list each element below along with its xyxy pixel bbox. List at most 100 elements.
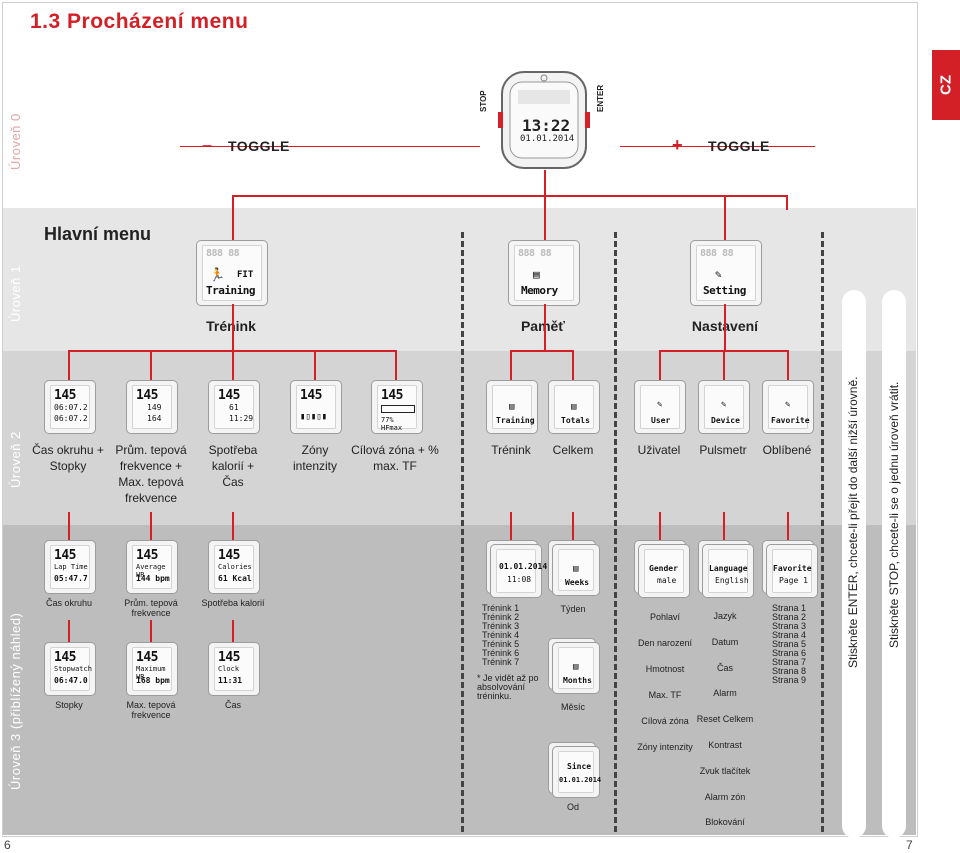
memory-icon: ▤ (573, 662, 579, 672)
stop-button-label[interactable]: STOP (479, 90, 488, 112)
label-lap-stopwatch: Čas okruhu + Stopky (32, 443, 104, 473)
enter-instruction: Stiskněte ENTER, chcete-li přejít do dal… (846, 376, 860, 668)
level0-label: Úroveň 0 (8, 113, 23, 170)
connector (786, 195, 788, 210)
plus-icon: + (672, 135, 683, 155)
label-intensity-zones: Zóny intenzity (292, 443, 338, 473)
label-memory-totals: Celkem (552, 443, 594, 457)
level2-label: Úroveň 2 (8, 431, 23, 488)
label-since: Od (566, 802, 579, 812)
connector (232, 195, 234, 240)
connector (232, 195, 788, 197)
label-clock: Čas (224, 700, 241, 710)
connector (68, 512, 70, 540)
memory-icon: ▤ (571, 402, 577, 412)
connector (232, 620, 234, 642)
memory-training-watch[interactable]: ▤Training (486, 380, 538, 434)
level0-band (3, 3, 916, 208)
intensity-zones-watch[interactable]: 145▮▯▮▯▮ (290, 380, 342, 434)
favorite-watch[interactable]: ✎Favorite (762, 380, 814, 434)
stop-instruction: Stiskněte STOP, chcete-li se o jednu úro… (887, 381, 901, 648)
setting-watch[interactable]: 888 88 ✎ Setting (690, 240, 762, 306)
connector (68, 350, 70, 380)
watch-body-icon (498, 71, 590, 169)
level3-label: Úroveň 3 (přiblížený náhled) (8, 612, 23, 790)
connector (68, 620, 70, 642)
connector (572, 512, 574, 540)
page-frame (2, 2, 918, 837)
label-weeks: Týden (560, 604, 586, 614)
wrench-icon: ✎ (785, 400, 791, 410)
toggle-right-label: TOGGLE (708, 138, 770, 154)
connector (395, 350, 397, 380)
connector (723, 512, 725, 540)
wrench-icon: ✎ (721, 400, 727, 410)
connector (659, 350, 661, 380)
connector (510, 350, 512, 380)
main-watch: 13:22 01.01.2014 (498, 70, 590, 170)
connector (150, 512, 152, 540)
label-months: Měsíc (560, 702, 585, 712)
label-stopwatch: Stopky (55, 700, 83, 710)
connector (150, 620, 152, 642)
connector (659, 512, 661, 540)
label-user: Uživatel (637, 443, 681, 457)
connector (232, 304, 234, 350)
memory-icon: ▤ (509, 402, 515, 412)
enter-button-label[interactable]: ENTER (596, 84, 605, 112)
page-title: 1.3 Procházení menu (30, 10, 249, 33)
memory-totals-watch[interactable]: ▤Totals (548, 380, 600, 434)
label-average-hr: Prům. tepová frekvence (124, 598, 178, 618)
section-memory: Paměť (520, 318, 566, 334)
connector (510, 512, 512, 540)
main-menu-title: Hlavní menu (44, 224, 152, 244)
page-number-left: 6 (4, 838, 11, 852)
months-watch[interactable]: ▤Months (552, 642, 600, 694)
device-watch[interactable]: ✎Device (698, 380, 750, 434)
connector (314, 350, 316, 380)
connector (544, 170, 546, 195)
level1-band (3, 208, 916, 351)
connector (724, 304, 726, 350)
label-target-zone: Cílová zóna + % max. TF (351, 443, 439, 473)
toggle-line-right (620, 146, 815, 147)
label-favorite: Oblíbené (762, 443, 812, 457)
dashed-separator (821, 232, 824, 832)
label-memory-training: Trénink (491, 443, 531, 457)
connector (232, 350, 234, 380)
zone-bar-icon (381, 405, 415, 413)
dashed-separator (461, 232, 464, 832)
wrench-icon: ✎ (657, 400, 663, 410)
memory-icon: ▤ (533, 268, 540, 281)
weeks-watch[interactable]: ▤Weeks (552, 544, 600, 596)
user-watch[interactable]: ✎User (634, 380, 686, 434)
main-watch-date: 01.01.2014 (520, 134, 575, 144)
stop-instruction-bar (882, 290, 906, 838)
connector (787, 512, 789, 540)
memory-watch[interactable]: 888 88 ▤ Memory (508, 240, 580, 306)
label-avg-max-hr: Prům. tepová frekvence + Max. tepová fre… (115, 443, 187, 505)
level1-label: Úroveň 1 (8, 265, 23, 322)
training-watch[interactable]: 888 88 🏃 FIT Training (196, 240, 268, 306)
connector (572, 350, 574, 380)
connector (787, 350, 789, 380)
connector (723, 350, 725, 380)
label-lap-time: Čas okruhu (45, 598, 93, 608)
